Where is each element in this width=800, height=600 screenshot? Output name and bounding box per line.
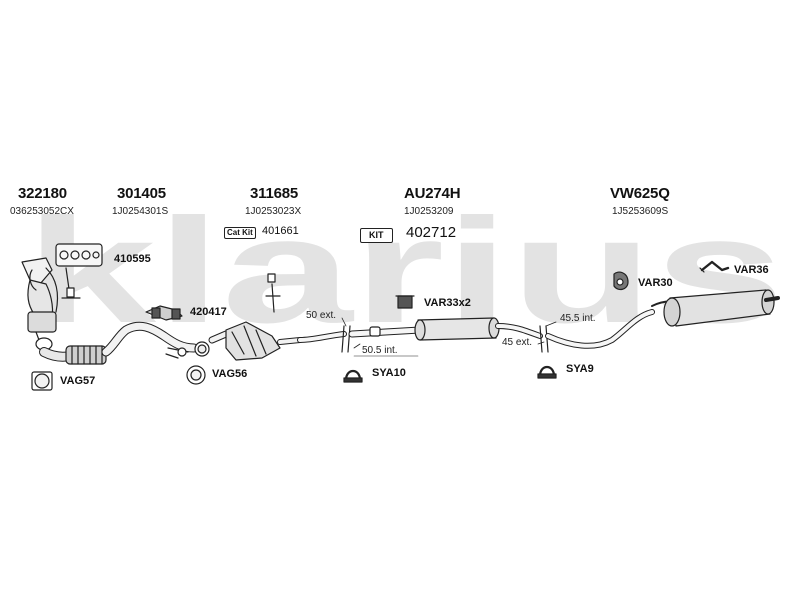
bracket-part (145, 305, 183, 321)
label-gasket: 410595 (114, 253, 151, 265)
oe-number-vw625q: 1J5253609S (612, 206, 669, 217)
hanger-var30-part (613, 271, 629, 291)
ring-vag56-part (186, 341, 210, 385)
front-pipe-part (39, 321, 199, 365)
cat-kit-badge: Cat Kit (224, 227, 256, 239)
hanger-var36-part (699, 260, 730, 273)
part-number-311685: 311685 (250, 185, 299, 202)
ring-vag57-part (31, 371, 53, 391)
gasket-part (55, 243, 103, 299)
oe-number-au274h: 1J0253209 (404, 206, 454, 217)
clamp-sya9-part (537, 365, 557, 379)
label-rubber-mount: VAR33x2 (424, 297, 471, 309)
part-number-vw625q: VW625Q (610, 185, 670, 202)
rubber-mount-part (395, 295, 415, 309)
label-rear-int: 45.5 int. (560, 313, 596, 324)
label-clamp-sya9: SYA9 (566, 363, 594, 375)
manifold-part (21, 257, 59, 351)
kit-badge: KIT (360, 228, 393, 243)
label-bracket: 420417 (190, 306, 227, 318)
intermediate-pipe-part (297, 317, 549, 353)
clamp-sya10-part (343, 369, 363, 383)
oe-number-301405: 1J0254301S (112, 206, 169, 217)
label-rear-ext: 45 ext. (502, 337, 533, 348)
oe-number-311685: 1J0253023X (245, 206, 302, 217)
label-clamp-sya10: SYA10 (372, 367, 406, 379)
label-hanger-var30: VAR30 (638, 277, 673, 289)
part-number-au274h: AU274H (404, 185, 461, 202)
label-hanger-var36: VAR36 (734, 264, 769, 276)
part-number-322180: 322180 (18, 185, 67, 202)
cat-kit-number: 401661 (262, 225, 299, 237)
label-front-int: 50.5 int. (362, 345, 398, 356)
label-front-ext: 50 ext. (306, 310, 337, 321)
label-ring-vag57: VAG57 (60, 375, 96, 387)
oe-number-322180: 036253052CX (10, 206, 74, 217)
rear-silencer-part (545, 289, 780, 349)
label-ring-vag56: VAG56 (212, 368, 248, 380)
catalyst-part (208, 273, 303, 361)
kit-number: 402712 (406, 224, 457, 241)
part-number-301405: 301405 (117, 185, 166, 202)
